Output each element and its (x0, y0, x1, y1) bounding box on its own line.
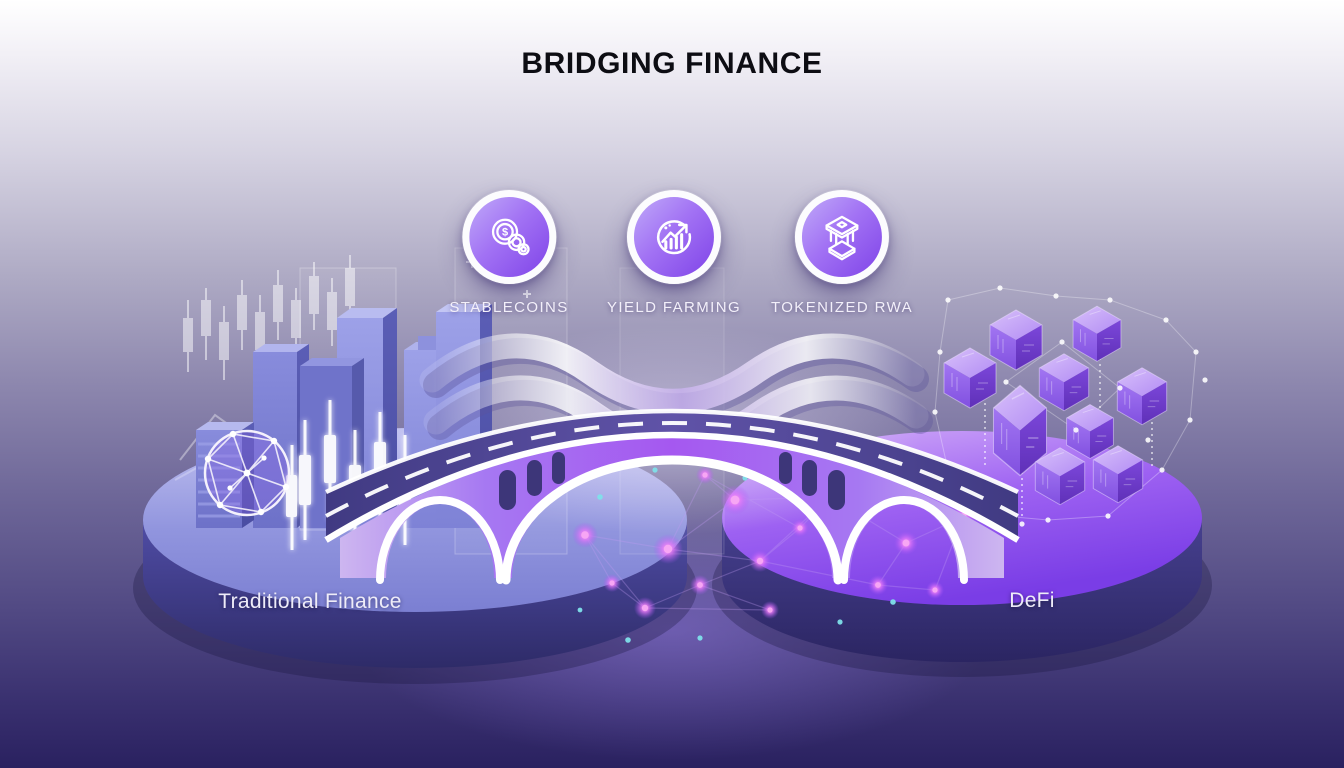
feature-label-yield-farming: YIELD FARMING (606, 299, 742, 316)
cube (1072, 305, 1122, 362)
cube-chain-links (984, 340, 1153, 520)
road-edge-bottom (324, 431, 1020, 543)
platform-label-defi: DeFi (1009, 589, 1055, 612)
blockchain-cubes (932, 285, 1208, 527)
bank-icon (825, 215, 859, 261)
bridge-arch-trim (376, 455, 968, 585)
growth-chart-icon (657, 220, 692, 255)
bridge-road (324, 408, 1020, 543)
feature-label-tokenized-rwa: TOKENIZED RWA (770, 299, 914, 316)
dollar-glyph: $ (502, 227, 508, 239)
yield-farming-badge (627, 190, 721, 284)
bridge-pillar-slots (499, 452, 845, 510)
platform-label-traditional-finance: Traditional Finance (218, 590, 402, 613)
cube (943, 347, 997, 409)
cyan-dots (577, 467, 955, 643)
cube (1116, 367, 1168, 426)
globe-network-icon (203, 429, 291, 517)
feature-label-stablecoins: STABLECOINS (449, 299, 569, 316)
connection-dots (932, 285, 1208, 527)
road-edge-top (325, 408, 1019, 495)
feature-stablecoins: $ STABLECOINS (449, 190, 568, 316)
tokenized-rwa-badge (794, 190, 889, 284)
feature-tokenized-rwa: TOKENIZED RWA (771, 190, 913, 316)
cube (1038, 353, 1090, 412)
page-title: BRIDGING FINANCE (521, 47, 823, 80)
candlestick-chart (183, 255, 355, 380)
coins-icon: $ (491, 218, 530, 256)
bridge (324, 408, 1020, 585)
feature-yield-farming: YIELD FARMING (607, 190, 741, 316)
cube (989, 309, 1043, 371)
stablecoins-badge: $ (461, 190, 556, 284)
road-center-dashes (325, 421, 1019, 518)
